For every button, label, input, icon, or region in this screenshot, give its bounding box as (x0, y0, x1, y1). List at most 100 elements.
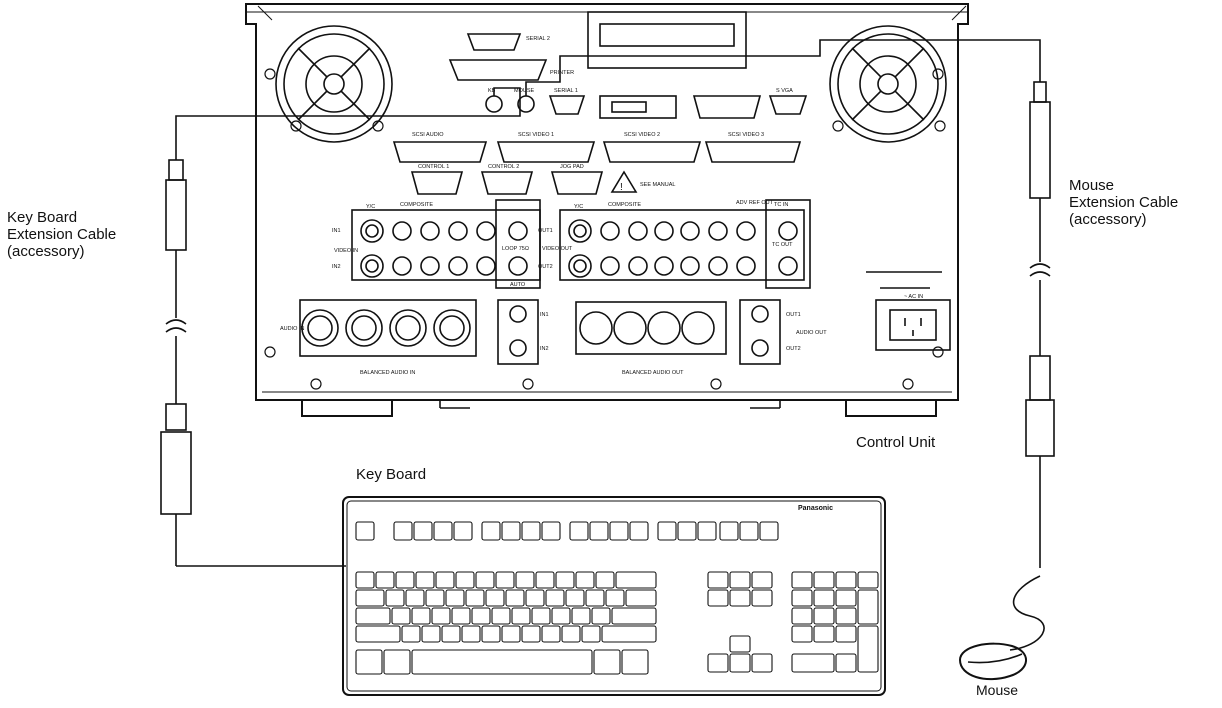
svg-text:LOOP 75Ω: LOOP 75Ω (502, 246, 529, 252)
control-unit-label: Control Unit (856, 434, 936, 451)
svg-text:COMPOSITE: COMPOSITE (400, 202, 433, 208)
mouse-label: Mouse (976, 682, 1019, 698)
keyboard-key (707, 589, 729, 607)
keyboard-key (813, 607, 835, 625)
keyboard-key (511, 607, 531, 625)
svg-text:OUT2: OUT2 (786, 346, 801, 352)
keyboard-key (609, 521, 629, 541)
keyboard-key (355, 607, 391, 625)
svg-text:IN2: IN2 (332, 264, 341, 270)
keyboard-key (405, 589, 425, 607)
keyboard-key (729, 571, 751, 589)
svg-text:Y/C: Y/C (574, 204, 583, 210)
svg-text:IN1: IN1 (332, 228, 341, 234)
keyboard-key (411, 607, 431, 625)
keyboard-key (355, 649, 383, 675)
mouse-cable-label-line1: Mouse (1069, 177, 1115, 194)
keyboard-key (415, 571, 435, 589)
svg-text:IN2: IN2 (540, 346, 549, 352)
keyboard-key (393, 521, 413, 541)
svg-text:MOUSE: MOUSE (514, 88, 535, 94)
keyboard-key (413, 521, 433, 541)
keyboard-key (401, 625, 421, 643)
keyboard-key (575, 571, 595, 589)
keyboard-key (555, 571, 575, 589)
keyboard-key (471, 607, 491, 625)
fan-right (829, 25, 947, 143)
svg-text:OUT2: OUT2 (538, 264, 553, 270)
keyboard-key (857, 625, 879, 673)
keyboard-key (521, 521, 541, 541)
keyboard-cable-label-line1: Key Board (7, 209, 78, 226)
keyboard-key (813, 589, 835, 607)
keyboard-key (455, 571, 475, 589)
keyboard-key (545, 589, 565, 607)
keyboard-key (531, 607, 551, 625)
svg-text:COMPOSITE: COMPOSITE (608, 202, 641, 208)
keyboard-key (495, 571, 515, 589)
keyboard-key (791, 607, 813, 625)
keyboard-key (355, 571, 375, 589)
svg-text:CONTROL 1: CONTROL 1 (418, 164, 449, 170)
keyboard-key (697, 521, 717, 541)
keyboard-key (835, 571, 857, 589)
keyboard-key (431, 607, 451, 625)
keyboard-key (707, 571, 729, 589)
svg-text:AUTO: AUTO (510, 282, 526, 288)
keyboard-key (629, 521, 649, 541)
keyboard-key (585, 589, 605, 607)
svg-text:Y/C: Y/C (366, 204, 375, 210)
mouse-extension-cable (525, 39, 1055, 568)
keyboard-key (501, 625, 521, 643)
svg-text:OUT1: OUT1 (538, 228, 553, 234)
svg-text:SERIAL 1: SERIAL 1 (554, 88, 578, 94)
keyboard-key (729, 653, 751, 673)
svg-text:TC OUT: TC OUT (772, 242, 793, 248)
keyboard-key (481, 521, 501, 541)
svg-text:SCSI VIDEO 3: SCSI VIDEO 3 (728, 132, 764, 138)
keyboard-key (485, 589, 505, 607)
keyboard-key (383, 649, 411, 675)
keyboard-key (421, 625, 441, 643)
keyboard-key (561, 625, 581, 643)
keyboard-key (739, 521, 759, 541)
keyboard-key (751, 589, 773, 607)
svg-text:Panasonic: Panasonic (798, 505, 833, 512)
svg-text:TC IN: TC IN (774, 202, 788, 208)
keyboard-cable-label-line3: (accessory) (7, 243, 85, 260)
keyboard-key (751, 653, 773, 673)
keyboard-key (525, 589, 545, 607)
keyboard-key (565, 589, 585, 607)
control-unit (245, 3, 969, 417)
keyboard-key (589, 521, 609, 541)
svg-text:BALANCED AUDIO OUT: BALANCED AUDIO OUT (622, 370, 684, 376)
keyboard-key (355, 625, 401, 643)
keyboard-key (491, 607, 511, 625)
keyboard-key (729, 589, 751, 607)
svg-text:!: ! (620, 182, 623, 193)
keyboard-key (391, 607, 411, 625)
keyboard-key (791, 589, 813, 607)
keyboard-key (571, 607, 591, 625)
keyboard-key (591, 607, 611, 625)
keyboard-device (342, 496, 886, 696)
mouse-device (958, 575, 1045, 681)
svg-text:VIDEO IN: VIDEO IN (334, 248, 358, 254)
keyboard-key (835, 625, 857, 643)
svg-text:BALANCED AUDIO IN: BALANCED AUDIO IN (360, 370, 415, 376)
keyboard-key (441, 625, 461, 643)
keyboard-key (605, 589, 625, 607)
keyboard-key (581, 625, 601, 643)
svg-text:PRINTER: PRINTER (550, 70, 574, 76)
keyboard-key (835, 607, 857, 625)
fan-left (275, 25, 393, 143)
keyboard-key (355, 589, 385, 607)
svg-text:SERIAL 2: SERIAL 2 (526, 36, 550, 42)
keyboard-key (611, 607, 657, 625)
keyboard-key (657, 521, 677, 541)
svg-text:~ AC IN: ~ AC IN (904, 294, 923, 300)
svg-text:OUT1: OUT1 (786, 312, 801, 318)
svg-text:AUDIO OUT: AUDIO OUT (796, 330, 827, 336)
